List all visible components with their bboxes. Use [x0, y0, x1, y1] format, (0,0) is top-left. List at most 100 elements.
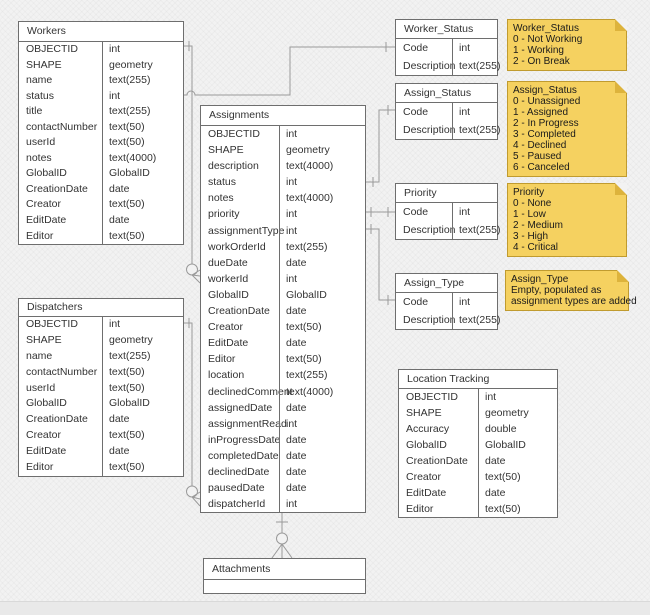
field-name: GlobalID — [26, 397, 67, 410]
field-name: Accuracy — [406, 423, 450, 435]
relationship-workers-workerstatus — [183, 42, 395, 96]
field-row: pausedDate date — [201, 480, 365, 497]
table-title: Location Tracking — [399, 370, 557, 389]
dispatchers-table: Dispatchers OBJECTID int SHAPE geometry … — [18, 298, 184, 477]
field-row: userId text(50) — [19, 380, 183, 397]
field-name: OBJECTID — [406, 391, 458, 403]
field-name: notes — [208, 192, 234, 205]
field-row: priority int — [201, 206, 365, 223]
note-line: 4 - Critical — [513, 242, 559, 253]
field-type: int — [102, 317, 183, 333]
field-type: geometry — [102, 332, 183, 349]
field-type: geometry — [478, 405, 557, 421]
priority-note: Priority 0 - None 1 - Low 2 - Medium 3 -… — [507, 183, 627, 257]
field-row: Creator text(50) — [201, 319, 365, 336]
note-title: Assign_Status — [513, 85, 577, 96]
field-row: assignmentType int — [201, 222, 365, 239]
field-name: Creator — [406, 471, 442, 483]
field-name: pausedDate — [208, 482, 265, 495]
field-type: date — [279, 431, 365, 448]
field-name: GlobalID — [208, 288, 249, 301]
field-type: text(50) — [102, 197, 183, 214]
field-row: SHAPE geometry — [19, 57, 183, 74]
note-line: 1 - Assigned — [513, 107, 569, 118]
note-line: 0 - Unassigned — [513, 96, 581, 107]
field-row: declinedDate date — [201, 463, 365, 481]
relationship-assignments-priority — [366, 207, 395, 217]
field-list: Code int Description text(255) — [396, 39, 500, 75]
field-row: Description text(255) — [396, 311, 500, 329]
field-name: OBJECTID — [26, 318, 78, 330]
field-type: text(50) — [102, 364, 183, 381]
field-type: int — [279, 174, 365, 191]
crowfoot-many — [191, 491, 201, 507]
field-name: Code — [403, 106, 429, 118]
field-list: Code int Description text(255) — [396, 203, 500, 239]
zero-circle — [186, 485, 198, 498]
table-title: Assign_Type — [396, 274, 497, 293]
field-name: SHAPE — [208, 144, 244, 157]
field-type: text(4000) — [279, 190, 365, 207]
field-type: int — [452, 103, 497, 121]
field-name: name — [26, 349, 53, 362]
field-type: date — [478, 453, 557, 469]
table-title: Assignments — [201, 106, 365, 126]
field-row: status int — [201, 174, 365, 191]
field-name: OBJECTID — [26, 43, 78, 55]
field-row: Code int — [396, 103, 497, 121]
field-type: text(50) — [279, 319, 365, 336]
note-lines: 0 - None 1 - Low 2 - Medium 3 - High 4 -… — [513, 198, 621, 253]
field-row: completedDate date — [201, 447, 365, 464]
field-row: title text(255) — [19, 104, 183, 120]
relationship-dispatchers-assignments — [183, 318, 201, 507]
field-row: userId text(50) — [19, 135, 183, 151]
note-line: 1 - Working — [513, 45, 564, 56]
field-row: Editor text(50) — [201, 351, 365, 368]
field-type: date — [279, 399, 365, 416]
field-row: contactNumber text(50) — [19, 364, 183, 381]
field-name: workerId — [208, 272, 249, 285]
note-title: Worker_Status — [513, 23, 579, 34]
crowfoot-many — [271, 543, 293, 559]
field-list: OBJECTID int SHAPE geometry description … — [201, 126, 365, 513]
field-row: assignmentRead int — [201, 415, 365, 432]
field-type: geometry — [102, 57, 183, 74]
zero-circle — [276, 532, 288, 545]
field-row: location text(255) — [201, 367, 365, 384]
relationship-assignments-attachments — [271, 513, 293, 559]
field-name: GlobalID — [406, 439, 447, 451]
field-row: Description text(255) — [396, 121, 500, 139]
note-lines: 0 - Unassigned 1 - Assigned 2 - In Progr… — [513, 96, 621, 173]
field-name: Description — [403, 224, 456, 236]
field-name: priority — [208, 208, 240, 221]
field-type: text(255) — [279, 238, 365, 255]
field-type: date — [478, 485, 557, 501]
field-type: date — [279, 447, 365, 464]
location-tracking-table: Location Tracking OBJECTID int SHAPE geo… — [398, 369, 558, 518]
field-row: name text(255) — [19, 348, 183, 365]
field-row: workOrderId text(255) — [201, 238, 365, 255]
field-name: title — [26, 105, 43, 118]
field-name: Code — [403, 206, 429, 218]
field-type: text(255) — [452, 57, 500, 75]
field-name: Editor — [26, 461, 54, 474]
field-name: OBJECTID — [208, 128, 260, 140]
field-type: int — [452, 293, 497, 311]
field-type: int — [102, 42, 183, 58]
field-name: name — [26, 74, 53, 87]
field-type: text(50) — [102, 119, 183, 136]
field-type: int — [279, 206, 365, 223]
field-name: SHAPE — [406, 407, 442, 419]
note-line: assignment types are added — [511, 296, 637, 307]
field-name: Creator — [26, 198, 62, 211]
field-row: OBJECTID int — [201, 126, 365, 143]
field-type: int — [102, 88, 183, 105]
worker-status-table: Worker_Status Code int Description text(… — [395, 19, 500, 76]
field-name: Editor — [208, 353, 236, 366]
field-name: GlobalID — [26, 167, 67, 180]
field-type: date — [279, 303, 365, 320]
field-row: notes text(4000) — [19, 150, 183, 167]
field-name: CreationDate — [26, 413, 88, 426]
field-row: GlobalID GlobalID — [19, 396, 183, 413]
field-row: OBJECTID int — [399, 389, 557, 405]
